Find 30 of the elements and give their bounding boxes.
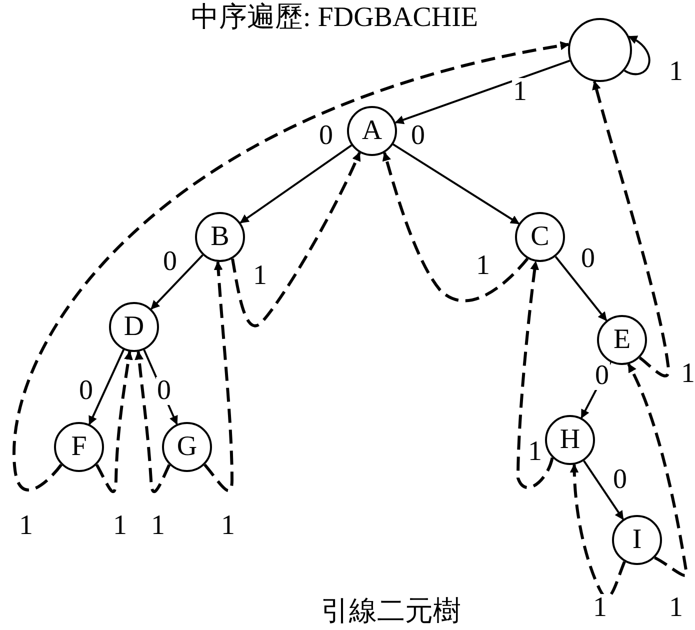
thread-arrow: [134, 350, 171, 493]
loop-arrow: [624, 36, 650, 76]
thread-arrow: [204, 261, 234, 492]
arrow: [240, 144, 352, 224]
thread-arrow: [516, 260, 554, 489]
tree-node: B: [195, 212, 245, 262]
caption: 引線二元樹: [320, 598, 462, 626]
thread-arrow: [627, 363, 688, 577]
note-text: 中序遍歷: FDGBACHIE: [190, 4, 480, 32]
tree-node: I: [612, 515, 662, 565]
edge-label: 0: [156, 377, 172, 405]
thread-arrow: [231, 152, 361, 328]
thread-arrow: [95, 350, 133, 493]
arrow: [394, 60, 570, 124]
thread-arrow: [13, 42, 570, 492]
arrow: [150, 254, 204, 310]
tree-node: D: [109, 302, 159, 352]
tree-node: G: [162, 422, 212, 472]
tree-node: E: [597, 315, 647, 365]
arrow: [392, 143, 520, 225]
arrow: [583, 460, 624, 520]
thread-arrow: [592, 80, 670, 378]
tree-node: A: [347, 106, 397, 156]
tree-node: F: [54, 422, 104, 472]
tree-node: C: [515, 212, 565, 262]
tree-node: H: [545, 415, 595, 465]
edge-label: 0: [594, 362, 610, 390]
arrow: [88, 349, 124, 426]
arrow: [554, 256, 608, 322]
thread-arrow: [382, 152, 529, 302]
